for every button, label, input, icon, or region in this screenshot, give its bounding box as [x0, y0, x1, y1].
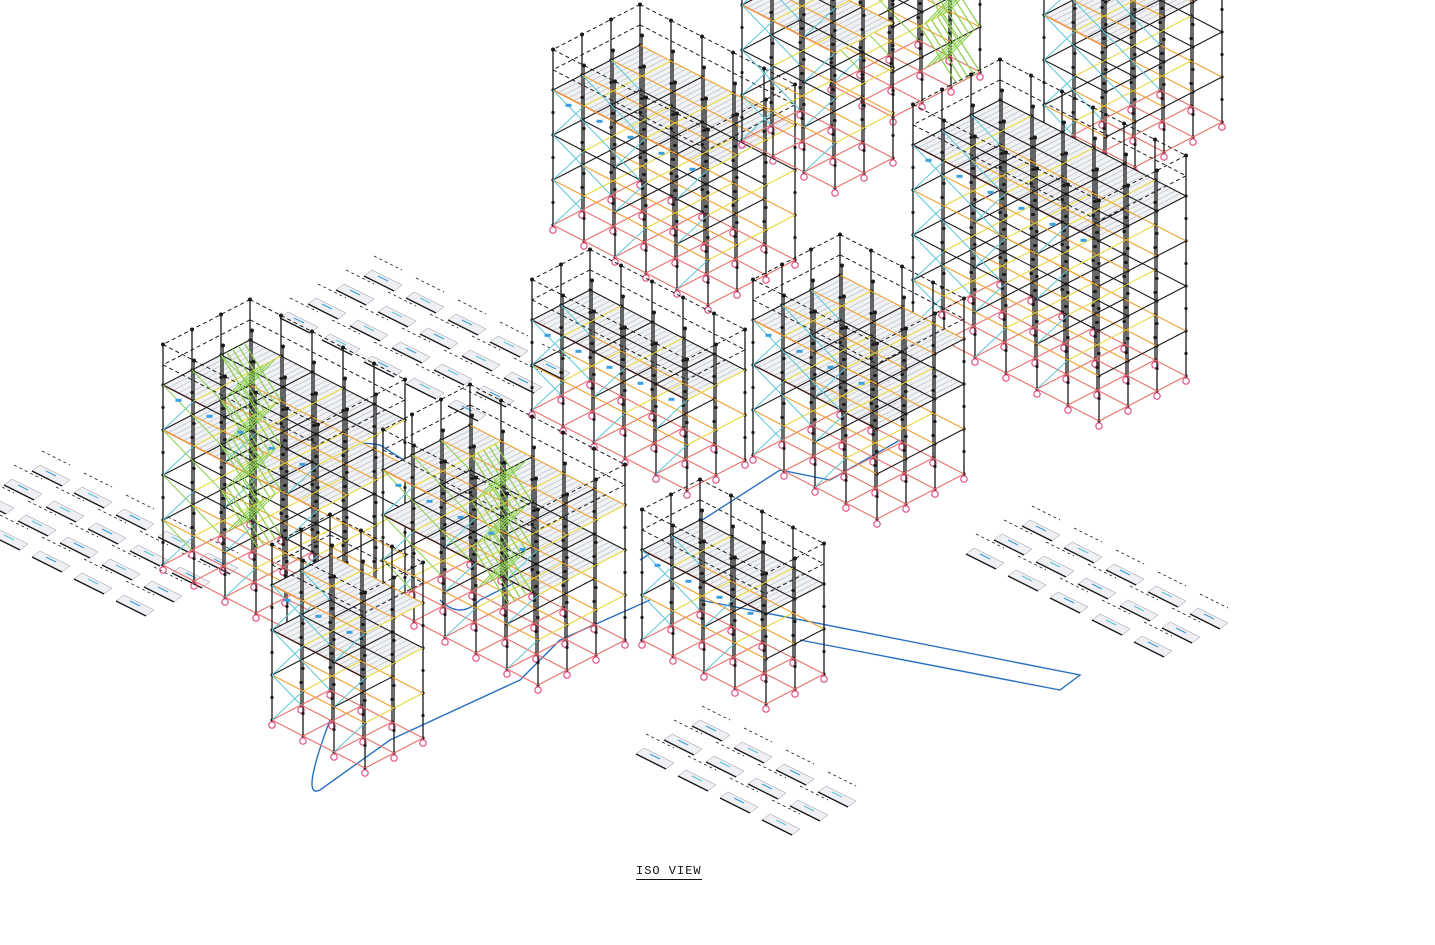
hose-run-3	[311, 599, 651, 792]
hose-run-2	[639, 439, 1082, 691]
loose-parts-right	[965, 505, 1229, 658]
scaffold-lower-right	[638, 477, 828, 713]
scaffold-center-bridge	[528, 247, 749, 499]
scaffold-center-right	[749, 232, 968, 528]
scaffold-upper-mid	[738, 0, 897, 197]
scaffold-upper-left-deck	[549, 2, 799, 314]
scaffold-lower-center	[379, 382, 629, 694]
scaffold-right-wing	[909, 57, 1190, 430]
iso-view-label: ISO VIEW	[636, 864, 702, 880]
scaffold-right-tower	[1040, 0, 1226, 191]
loose-parts-left	[0, 450, 239, 617]
loose-parts-upper-left	[279, 255, 571, 422]
loose-parts-bottom	[635, 705, 857, 836]
scaffold-bottom-box	[268, 512, 427, 777]
